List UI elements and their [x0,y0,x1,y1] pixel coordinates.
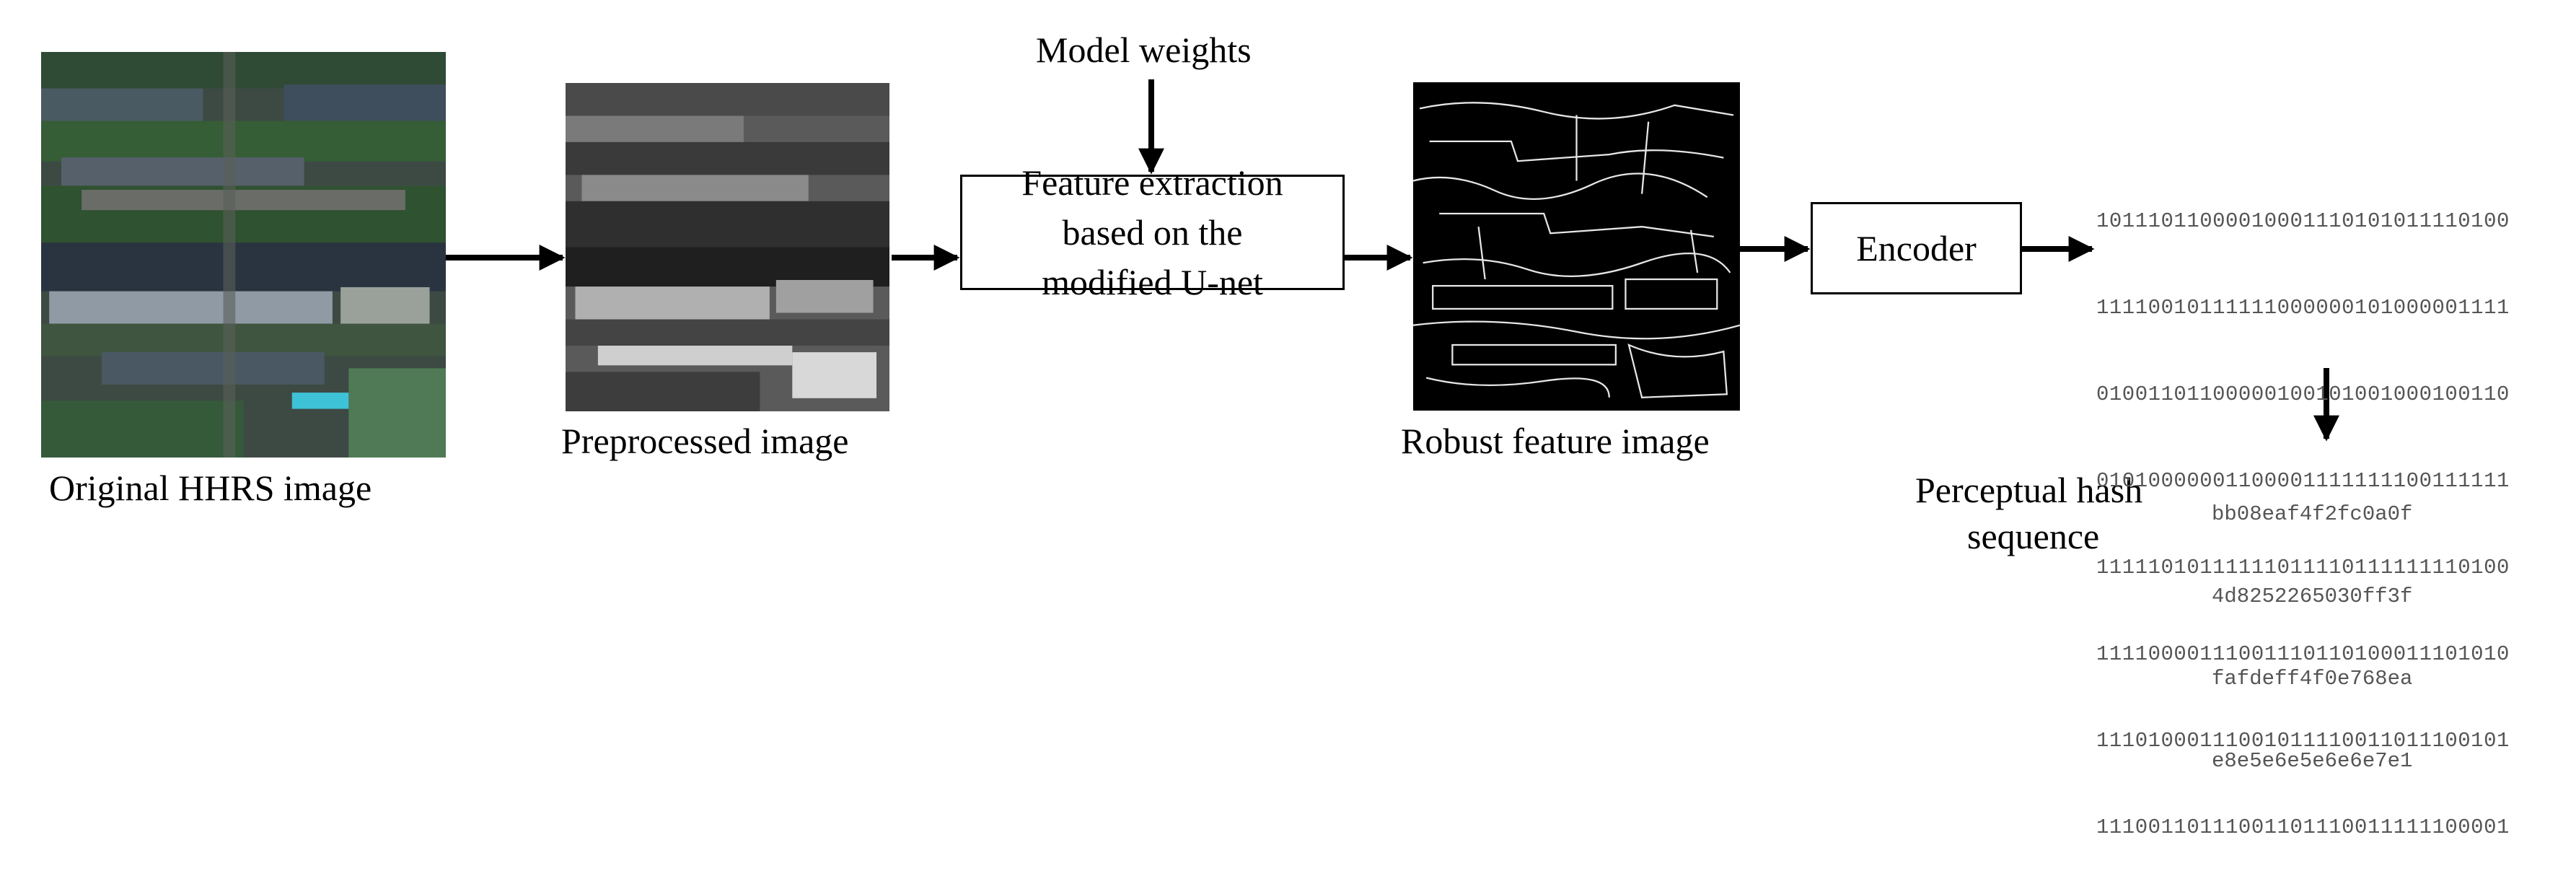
robust-feature-image [1413,82,1740,411]
model-weights-label: Model weights [1036,30,1252,70]
binary-row: 10111011000010001110101011110100 [2096,209,2510,233]
hex-row: fafdeff4f0e768ea [2212,667,2413,691]
original-hhrs-image [41,52,446,458]
preprocessed-image-label: Preprocessed image [561,421,849,461]
perceptual-hash-label-line2: sequence [1967,516,2100,556]
preprocessed-image [566,83,889,411]
hex-row: bb08eaf4f2fc0a0f [2212,502,2413,526]
encoder-text: Encoder [1856,227,1977,268]
hex-row: e8e5e6e5e6e6e7e1 [2212,749,2413,773]
feature-extraction-box: Feature extraction based on the modified… [960,162,1345,302]
encoder-box: Encoder [1811,202,2022,294]
perceptual-hash-label-line1: Perceptual hash [1915,470,2143,510]
binary-row: 01001101100000100101001000100110 [2096,382,2510,406]
binary-row: 11111010111111011110111111110100 [2096,556,2510,579]
feature-extraction-text: Feature extraction based on the modified… [1021,162,1283,302]
binary-row: 11110010111111000000101000001111 [2096,296,2510,320]
binary-row: 11100110111001101110011111100001 [2096,815,2510,839]
binary-row: 01010000001100001111111100111111 [2096,469,2510,493]
hex-hash-sequence: bb08eaf4f2fc0a0f 4d8252265030ff3f fafdef… [2212,446,2412,802]
robust-feature-label: Robust feature image [1401,421,1710,461]
original-image-label: Original HHRS image [49,468,372,508]
hex-row: 4d8252265030ff3f [2212,585,2413,608]
